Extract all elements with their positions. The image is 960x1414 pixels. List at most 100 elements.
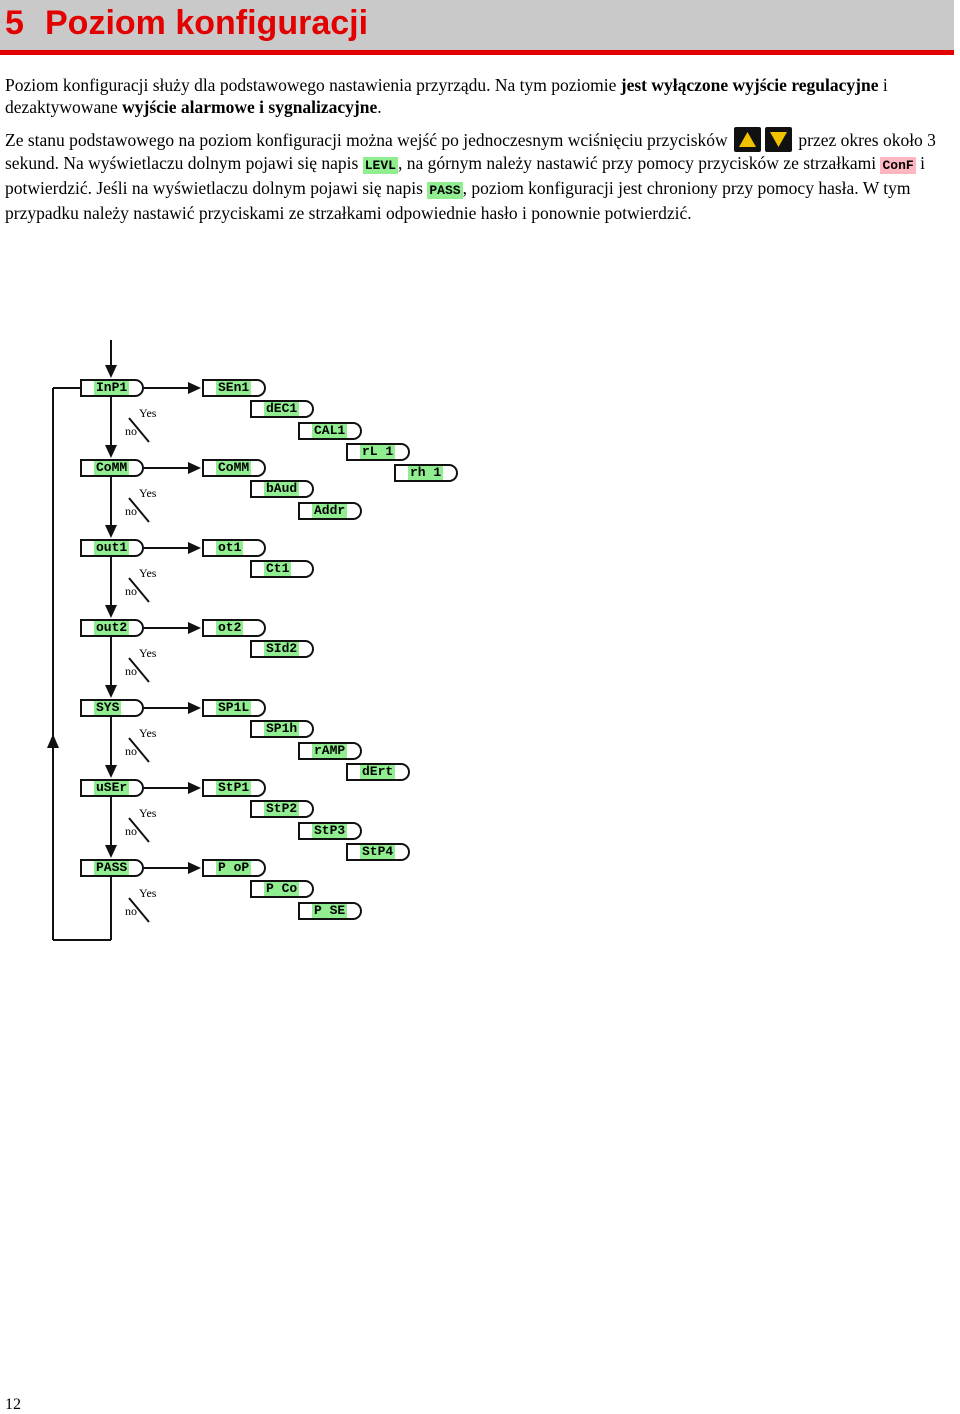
- group-5-node-1-label: StP2: [264, 801, 300, 817]
- branch-arrow-3: [188, 622, 201, 634]
- decision-yes-0: Yes: [139, 406, 157, 420]
- group-3-node-1-label: SId2: [264, 641, 300, 657]
- levl-tag: LEVL: [362, 157, 398, 174]
- group-5-node-2-label: StP3: [312, 822, 348, 838]
- decision-slash-5: [128, 817, 150, 843]
- entry-arrow: [105, 365, 117, 378]
- group-1-node-2: Addr: [298, 501, 362, 520]
- group-4-node-3-label: dErt: [360, 763, 396, 779]
- down-arrow-1: [105, 525, 117, 538]
- group-4-node-1-label: SP1h: [264, 721, 300, 737]
- main-node-2-label: out1: [94, 540, 130, 555]
- group-0-node-1-label: dEC1: [264, 401, 300, 417]
- main-node-3: out2: [80, 619, 144, 637]
- decision-no-0: no: [125, 424, 137, 438]
- group-5-node-1: StP2: [250, 800, 314, 819]
- arrow-up-icon: [734, 127, 762, 152]
- decision-yes-3: Yes: [139, 646, 157, 660]
- decision-yes-4: Yes: [139, 726, 157, 740]
- group-3-node-0-label: ot2: [216, 620, 244, 635]
- decision-slash-3: [128, 657, 150, 683]
- entry-text-e: , poziom konfiguracji jest chroniony prz…: [5, 178, 911, 223]
- branch-arrow-6: [188, 862, 201, 874]
- group-6-node-1: P Co: [250, 880, 314, 899]
- group-0-node-0-label: SEn1: [216, 380, 252, 395]
- decision-no-6: no: [125, 904, 137, 918]
- decision-no-2: no: [125, 584, 137, 598]
- group-1-node-1: bAud: [250, 480, 314, 499]
- decision-yes-5: Yes: [139, 806, 157, 820]
- intro-text-e: .: [377, 97, 382, 117]
- decision-slash-4: [128, 737, 150, 763]
- decision-yes-1: Yes: [139, 486, 157, 500]
- decision-slash-6: [128, 897, 150, 923]
- group-2-node-1: Ct1: [250, 560, 314, 579]
- arrow-down-icon: [765, 127, 793, 152]
- down-arrow-0: [105, 445, 117, 458]
- main-node-6: PASS: [80, 859, 144, 877]
- group-0-node-4: rh 1: [394, 464, 458, 483]
- decision-no-5: no: [125, 824, 137, 838]
- entry-text-b: przez okres około 3 sekund. Na wyświetla…: [5, 130, 936, 173]
- group-4-node-1: SP1h: [250, 720, 314, 739]
- branch-arrow-2: [188, 542, 201, 554]
- group-0-node-3-label: rL 1: [360, 443, 396, 459]
- down-arrow-3: [105, 685, 117, 698]
- decision-yes-2: Yes: [139, 566, 157, 580]
- flow-lines: [47, 340, 201, 941]
- main-node-6-label: PASS: [94, 860, 130, 875]
- entry-paragraph: Ze stanu podstawowego na poziom konfigur…: [5, 127, 950, 224]
- decision-no-1: no: [125, 504, 137, 518]
- group-6-node-2-label: P SE: [312, 902, 348, 918]
- branch-arrow-5: [188, 782, 201, 794]
- group-3-node-0: ot2: [202, 619, 266, 637]
- decision-slash-2: [128, 577, 150, 603]
- pass-tag: PASS: [427, 182, 463, 199]
- entry-text-c: , na górnym należy nastawić przy pomocy …: [397, 153, 881, 173]
- group-6-node-0: P oP: [202, 859, 266, 877]
- entry-text-a: Ze stanu podstawowego na poziom konfigur…: [5, 130, 728, 150]
- page-number: 12: [5, 1396, 21, 1413]
- main-node-0: InP1: [80, 379, 144, 397]
- intro-paragraph: Poziom konfiguracji służy dla podstawowe…: [5, 74, 950, 118]
- decision-no-3: no: [125, 664, 137, 678]
- intro-text-bold-1: jest wyłączone wyjście regulacyjne: [620, 75, 879, 95]
- group-0-node-2: CAL1: [298, 421, 362, 440]
- main-node-1-label: CoMM: [94, 460, 130, 475]
- conf-tag: ConF: [880, 157, 916, 174]
- main-node-3-label: out2: [94, 620, 130, 635]
- intro-text-bold-2: wyjście alarmowe i sygnalizacyjne: [122, 97, 378, 117]
- main-node-4-label: SYS: [94, 700, 122, 715]
- group-6-node-0-label: P oP: [216, 860, 252, 875]
- branch-arrow-0: [188, 382, 201, 394]
- group-4-node-2-label: rAMP: [312, 742, 348, 758]
- group-0-node-2-label: CAL1: [312, 422, 348, 438]
- group-5-node-2: StP3: [298, 821, 362, 840]
- group-4-node-0: SP1L: [202, 699, 266, 717]
- group-6-node-2: P SE: [298, 901, 362, 920]
- chapter-header: 5 Poziom konfiguracji: [0, 0, 954, 55]
- group-0-node-4-label: rh 1: [408, 465, 444, 481]
- group-4-node-2: rAMP: [298, 741, 362, 760]
- branch-arrow-1: [188, 462, 201, 474]
- return-arrow-up: [47, 734, 59, 748]
- main-node-2: out1: [80, 539, 144, 557]
- main-node-5: uSEr: [80, 779, 144, 797]
- decision-no-4: no: [125, 744, 137, 758]
- group-5-node-0-label: StP1: [216, 780, 252, 795]
- group-4-node-0-label: SP1L: [216, 700, 252, 715]
- group-2-node-0: ot1: [202, 539, 266, 557]
- group-1-node-2-label: Addr: [312, 502, 348, 518]
- entry-text-d: i potwierdzić. Jeśli na wyświetlaczu dol…: [5, 153, 925, 198]
- decision-slash-1: [128, 497, 150, 523]
- down-arrow-5: [105, 845, 117, 858]
- decision-slash-0: [128, 417, 150, 443]
- main-node-0-label: InP1: [94, 380, 130, 395]
- main-node-5-label: uSEr: [94, 780, 130, 795]
- chapter-title: Poziom konfiguracji: [45, 4, 369, 42]
- group-4-node-3: dErt: [346, 762, 410, 781]
- group-1-node-0: CoMM: [202, 459, 266, 477]
- group-1-node-1-label: bAud: [264, 481, 300, 497]
- down-arrow-2: [105, 605, 117, 618]
